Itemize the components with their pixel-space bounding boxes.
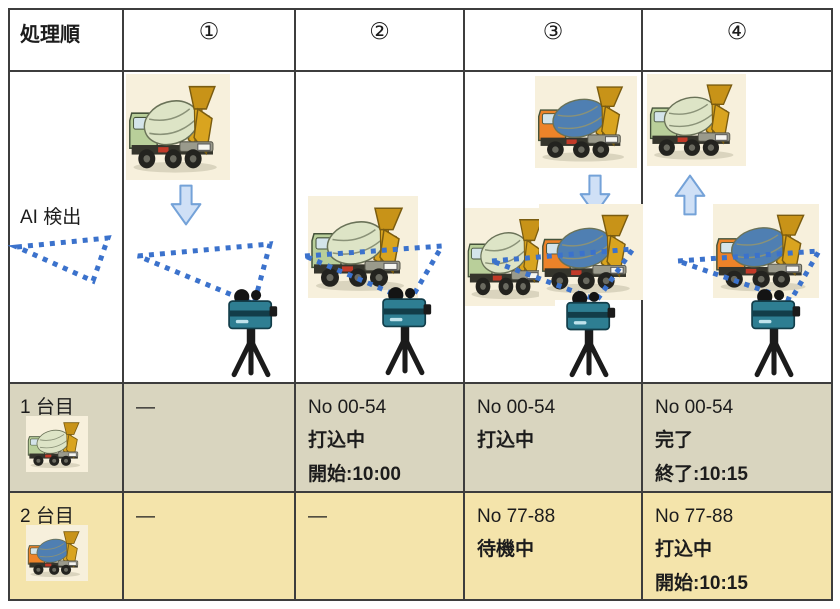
status-text: — [136,506,155,527]
step-1-label: ① [198,18,220,44]
detection-zone-icon [137,241,274,308]
camera-tripod-icon [378,282,432,376]
truck2-label: 2 台目 [20,506,74,527]
status-text: 打込中 [308,430,366,452]
mixer-truck-green-icon [647,74,746,166]
ai-detection-step-1-cell [124,72,294,382]
camera-tripod-icon [562,286,616,378]
status-text: 打込中 [655,539,713,561]
down-arrow-icon [170,184,202,226]
mixer-truck-green-icon [126,74,230,180]
header-cell-step-4: ④ [643,10,831,70]
truck-number: No 77-88 [477,506,556,527]
truck-number: No 00-54 [655,397,734,418]
ai-detection-label-cell: AI 検出 [7,72,122,382]
status-text: — [136,397,155,418]
ai-detection-label: AI 検出 [20,207,82,228]
truck1-step1-cell: — [124,384,294,491]
ai-detection-step-4-cell [643,72,831,382]
detection-zone-icon [7,235,112,285]
truck2-step1-cell: — [124,493,294,599]
status-text: 完了 [655,430,694,452]
truck-number: No 00-54 [308,397,387,418]
process-order-label: 処理順 [20,24,80,46]
ai-detection-step-2-cell [296,72,463,382]
truck-number: No 00-54 [477,397,556,418]
ai-detection-step-3-cell [465,72,641,382]
time-text: 開始:10:15 [655,572,748,594]
truck2-step4-cell: No 77-88 打込中 開始:10:15 [643,493,831,599]
time-text: 終了:10:15 [655,463,748,485]
process-table: 処理順 ① ② ③ ④ AI 検出 [7,8,833,601]
camera-tripod-icon [747,284,801,378]
header-cell-step-3: ③ [465,10,641,70]
detection-zone-icon [677,248,824,304]
header-cell-step-2: ② [296,10,463,70]
up-arrow-icon [674,174,706,216]
truck1-step4-cell: No 00-54 完了 終了:10:15 [643,384,831,491]
time-text: 開始:10:00 [308,463,401,485]
detection-zone-icon [304,243,447,305]
header-cell-step-1: ① [124,10,294,70]
truck2-step2-cell: — [296,493,463,599]
status-text: — [308,506,327,527]
header-cell-process-order: 処理順 [10,10,122,70]
truck1-label: 1 台目 [20,397,74,418]
truck-number: No 77-88 [655,506,734,527]
truck2-step3-cell: No 77-88 待機中 [465,493,641,599]
truck1-step2-cell: No 00-54 打込中 開始:10:00 [296,384,463,491]
status-text: 打込中 [477,430,535,452]
step-4-label: ④ [726,18,748,44]
truck1-label-cell: 1 台目 [10,384,122,491]
mixer-truck-orange-icon [535,76,637,168]
truck1-step3-cell: No 00-54 打込中 [465,384,641,491]
detection-zone-icon [491,246,639,304]
step-3-label: ③ [542,18,564,44]
mixer-truck-orange-icon [26,525,88,581]
truck2-label-cell: 2 台目 [10,493,122,599]
status-text: 待機中 [477,539,535,561]
camera-tripod-icon [224,284,278,378]
mixer-truck-green-icon [26,416,88,472]
step-2-label: ② [369,18,390,44]
